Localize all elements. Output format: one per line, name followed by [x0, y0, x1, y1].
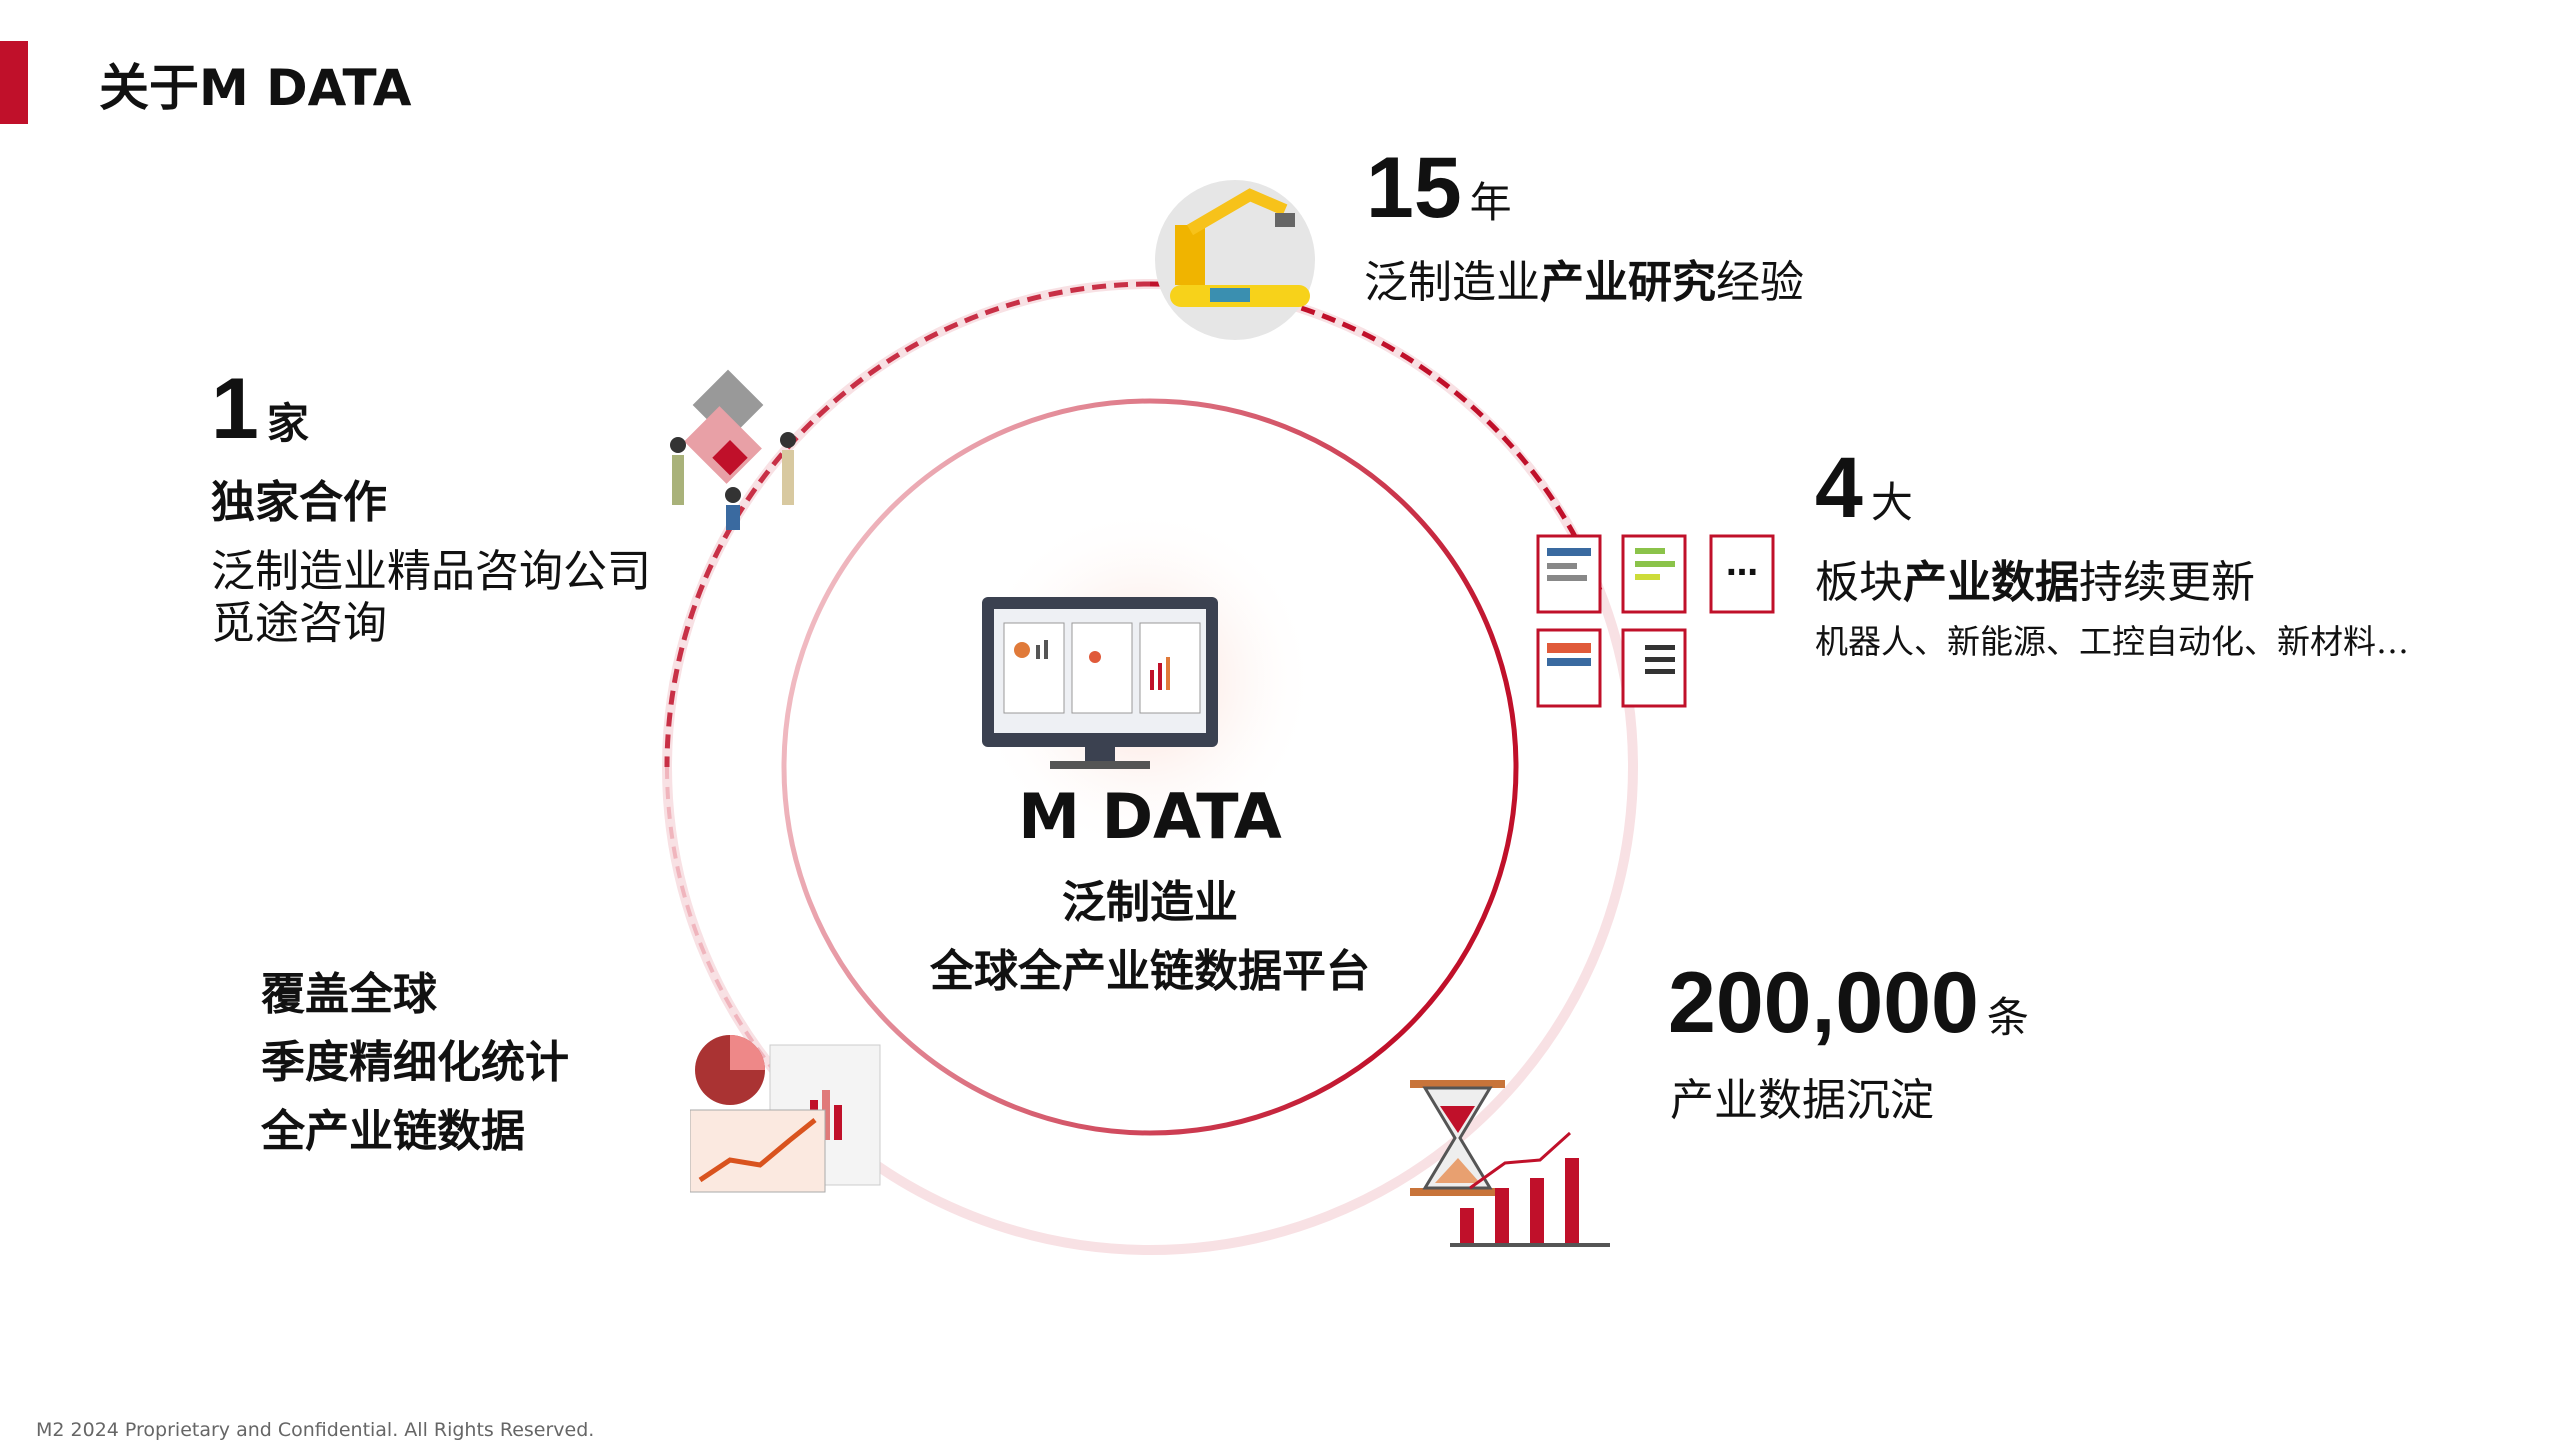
records-desc: 产业数据沉淀 [1670, 1075, 1934, 1126]
center-line2: 全球全产业链数据平台 [930, 946, 1370, 997]
outer-dashed-arc [1149, 281, 1603, 591]
desc-bold: 产业研究 [1540, 257, 1716, 308]
desc-part: 经验 [1716, 257, 1804, 308]
analytics-charts-icon [690, 1035, 881, 1193]
robot-arm-icon [1155, 180, 1315, 340]
title-accent-bar [0, 41, 28, 124]
sectors-desc: 板块产业数据持续更新 [1815, 546, 2255, 610]
experience-unit: 年 [1469, 178, 1512, 227]
partner-value: 1 [211, 361, 259, 457]
monitor-dashboard-icon [982, 597, 1218, 769]
sectors-value: 4 [1815, 440, 1863, 536]
sectors-unit: 大 [1870, 478, 1913, 527]
records-value: 200,000 [1668, 955, 1979, 1051]
center-line1: 泛制造业 [1062, 877, 1238, 928]
partner-desc2: 觅途咨询 [211, 598, 387, 649]
experience-value: 15 [1366, 140, 1462, 236]
more-sectors-icon: … [1726, 545, 1758, 583]
coverage-line2: 季度精细化统计 [261, 1037, 569, 1088]
page-title: 关于M DATA [99, 59, 412, 117]
experience-desc: 泛制造业产业研究经验 [1364, 246, 1804, 310]
desc-part: 板块 [1815, 557, 1903, 608]
hourglass-growth-icon [1410, 1080, 1610, 1247]
puzzle-team-icon [670, 369, 796, 530]
outer-dashed-arc-left [664, 281, 1151, 768]
desc-part: 泛制造业 [1364, 257, 1540, 308]
inner-ring [781, 398, 1519, 1136]
desc-bold: 产业数据 [1903, 557, 2079, 608]
coverage-line3: 全产业链数据 [261, 1106, 525, 1157]
coverage-line1: 覆盖全球 [261, 969, 437, 1020]
sector-cards-icon [1536, 534, 1775, 708]
desc-part: 持续更新 [2079, 557, 2255, 608]
footer-copyright: M2 2024 Proprietary and Confidential. Al… [36, 1419, 595, 1441]
partner-heading: 独家合作 [211, 477, 387, 528]
records-unit: 条 [1986, 993, 2029, 1042]
sectors-list: 机器人、新能源、工控自动化、新材料… [1815, 622, 2409, 661]
center-brand: M DATA [1018, 780, 1282, 853]
partner-unit: 家 [266, 399, 309, 448]
partner-desc1: 泛制造业精品咨询公司 [211, 546, 651, 597]
